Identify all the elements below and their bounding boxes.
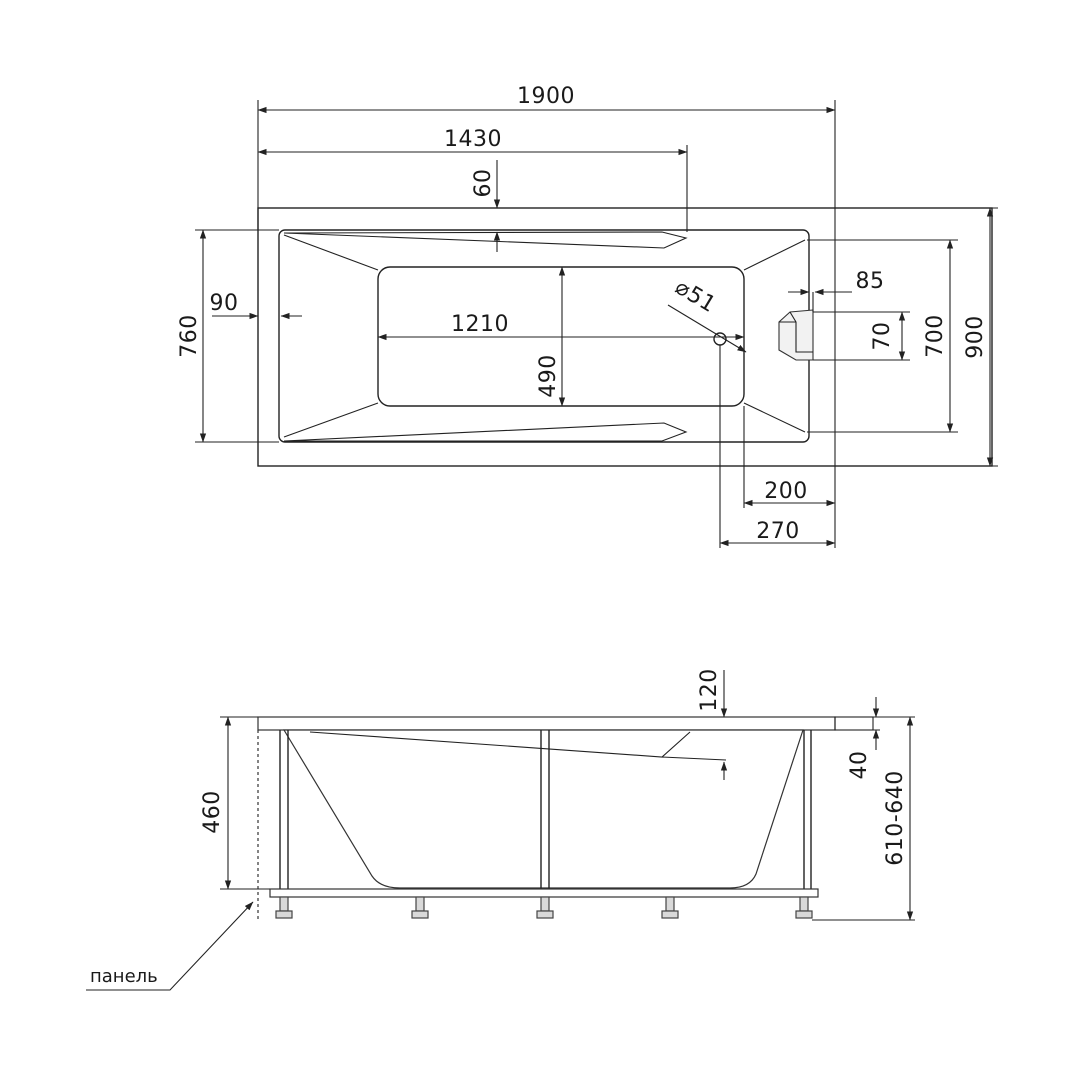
dim-40: 40 bbox=[847, 751, 872, 780]
top-view: 1900 1430 60 760 90 1210 490 ⌀51 85 70 7… bbox=[177, 84, 998, 548]
armrest-top bbox=[283, 231, 688, 249]
overflow-detail bbox=[779, 311, 813, 353]
frame-verticals bbox=[279, 730, 812, 890]
dim-60: 60 bbox=[471, 169, 496, 198]
side-view: 460 120 40 610-640 панель bbox=[86, 668, 915, 991]
dimline-d51 bbox=[667, 304, 747, 353]
dim-70: 70 bbox=[870, 322, 895, 351]
panel-leader bbox=[86, 901, 254, 991]
rim-lip bbox=[834, 716, 874, 731]
dim-1900: 1900 bbox=[517, 84, 575, 109]
slope-lines bbox=[283, 234, 806, 438]
frame-feet bbox=[275, 896, 813, 919]
dim-490: 490 bbox=[536, 354, 561, 398]
tub-body bbox=[282, 729, 804, 889]
rim-side bbox=[257, 716, 836, 731]
dim-85: 85 bbox=[856, 269, 885, 294]
dim-1210: 1210 bbox=[451, 312, 509, 337]
dim-200: 200 bbox=[764, 479, 808, 504]
dim-90: 90 bbox=[210, 291, 239, 316]
dim-900: 900 bbox=[963, 315, 988, 359]
dim-270: 270 bbox=[756, 519, 800, 544]
armrest-bottom bbox=[283, 422, 688, 442]
extension-lines-side bbox=[220, 716, 915, 921]
tub-interior-line bbox=[309, 731, 727, 761]
dim-700: 700 bbox=[923, 314, 948, 358]
dim-760: 760 bbox=[177, 314, 202, 358]
dim-610-640: 610-640 bbox=[883, 770, 908, 865]
panel-label: панель bbox=[90, 966, 158, 987]
dim-460: 460 bbox=[200, 790, 225, 834]
dim-120: 120 bbox=[697, 668, 722, 712]
frame-bottom-rail bbox=[269, 888, 819, 898]
dim-1430: 1430 bbox=[444, 127, 502, 152]
